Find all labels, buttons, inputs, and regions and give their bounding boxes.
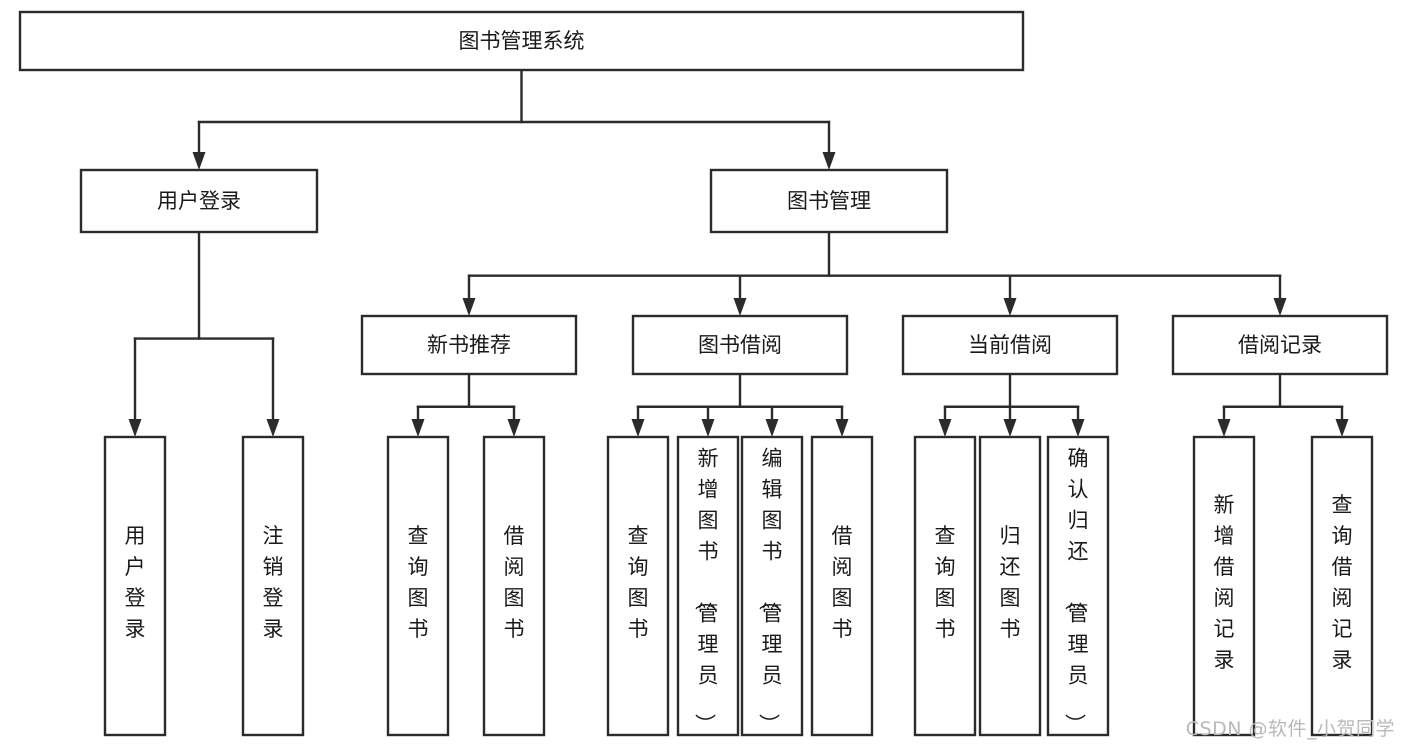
node-label: 新增借阅记录 — [1214, 493, 1235, 672]
node-leaf-query-book-2[interactable]: 查询图书 — [606, 435, 670, 737]
node-label: 借阅记录 — [1238, 333, 1322, 357]
node-leaf-query-book-1[interactable]: 查询图书 — [386, 435, 450, 737]
node-label: 编辑图书（管理员） — [757, 446, 783, 734]
node-label: 查询图书 — [628, 524, 649, 641]
node-label: 确认归还（管理员） — [1063, 446, 1089, 734]
connector-group — [411, 372, 521, 437]
node-root[interactable]: 图书管理系统 — [18, 10, 1025, 72]
node-label: 查询图书 — [935, 524, 956, 641]
node-leaf-borrow-book-2[interactable]: 借阅图书 — [810, 435, 874, 737]
node-label: 用户登录 — [157, 189, 241, 213]
node-leaf-user-login[interactable]: 用户登录 — [103, 435, 167, 737]
node-user-login[interactable]: 用户登录 — [79, 168, 319, 234]
node-new-book-rec[interactable]: 新书推荐 — [360, 314, 578, 376]
node-label: 归还图书 — [1000, 524, 1021, 641]
node-label: 图书管理 — [787, 189, 871, 213]
node-leaf-borrow-book-1[interactable]: 借阅图书 — [482, 435, 546, 737]
connector-group — [462, 230, 1287, 316]
connector-group — [128, 230, 280, 437]
node-leaf-query-record[interactable]: 查询借阅记录 — [1310, 435, 1374, 737]
node-current-borrow[interactable]: 当前借阅 — [901, 314, 1119, 376]
node-leaf-confirm-return[interactable]: 确认归还（管理员） — [1046, 435, 1110, 737]
node-label: 借阅图书 — [504, 524, 525, 641]
node-label: 借阅图书 — [832, 524, 853, 641]
node-layer: 图书管理系统用户登录图书管理新书推荐图书借阅当前借阅借阅记录用户登录注销登录查询… — [18, 10, 1389, 737]
node-label: 新书推荐 — [427, 333, 511, 357]
node-label: 当前借阅 — [968, 333, 1052, 357]
node-book-borrow[interactable]: 图书借阅 — [631, 314, 849, 376]
node-leaf-add-record[interactable]: 新增借阅记录 — [1192, 435, 1256, 737]
node-label: 注销登录 — [263, 524, 284, 641]
node-book-admin[interactable]: 图书管理 — [709, 168, 949, 234]
connector-group — [192, 68, 836, 170]
node-label: 查询借阅记录 — [1332, 493, 1353, 672]
node-label: 图书管理系统 — [459, 29, 585, 53]
node-label: 新增图书（管理员） — [693, 446, 719, 734]
connector-group — [631, 372, 849, 437]
node-label: 图书借阅 — [698, 333, 782, 357]
node-leaf-return-book[interactable]: 归还图书 — [978, 435, 1042, 737]
node-label: 查询图书 — [408, 524, 429, 641]
node-leaf-edit-book[interactable]: 编辑图书（管理员） — [740, 435, 804, 737]
connector-group — [938, 372, 1085, 437]
node-leaf-add-book[interactable]: 新增图书（管理员） — [676, 435, 740, 737]
connector-group — [1217, 372, 1349, 437]
node-leaf-logout[interactable]: 注销登录 — [241, 435, 305, 737]
node-label: 用户登录 — [125, 524, 146, 641]
connector-layer — [128, 68, 1349, 437]
node-leaf-query-book-3[interactable]: 查询图书 — [913, 435, 977, 737]
node-borrow-record[interactable]: 借阅记录 — [1171, 314, 1389, 376]
